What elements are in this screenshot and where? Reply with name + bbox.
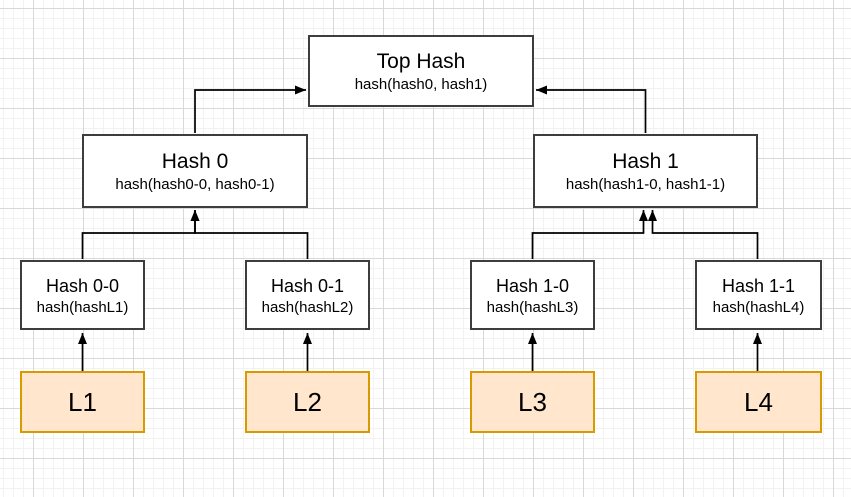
node-hash-1-1: Hash 1-1 hash(hashL4) (695, 260, 822, 330)
node-title: Hash 1 (612, 150, 679, 173)
connector-hash00-to-hash0 (81, 210, 200, 259)
node-subtitle: hash(hashL4) (712, 298, 805, 316)
leaf-label: L3 (518, 387, 547, 417)
node-subtitle: hash(hash0, hash1) (354, 76, 488, 93)
node-leaf-l1: L1 (20, 371, 145, 433)
node-subtitle: hash(hashL1) (36, 298, 129, 316)
node-title: Hash 1-0 (495, 275, 570, 296)
leaf-label: L4 (744, 387, 773, 417)
node-subtitle: hash(hash1-0, hash1-1) (565, 176, 726, 193)
node-subtitle: hash(hash0-0, hash0-1) (115, 176, 275, 193)
node-title: Hash 1-1 (721, 275, 796, 296)
node-hash-0-1: Hash 0-1 hash(hashL2) (245, 260, 370, 330)
node-subtitle: hash(hashL2) (261, 298, 354, 316)
node-title: Hash 0 (161, 150, 229, 173)
node-title: Top Hash (376, 50, 466, 73)
node-leaf-l2: L2 (245, 371, 370, 433)
connector-hash01-to-hash0 (190, 210, 309, 259)
node-leaf-l4: L4 (695, 371, 822, 433)
connector-hash0-to-tophash (194, 85, 306, 133)
node-hash-0-0: Hash 0-0 hash(hashL1) (20, 260, 145, 330)
leaf-label: L1 (68, 387, 97, 417)
node-title: Hash 0-0 (45, 275, 120, 296)
node-title: Hash 0-1 (270, 275, 345, 296)
connector-hash1-to-tophash (536, 85, 647, 133)
node-leaf-l3: L3 (470, 371, 595, 433)
leaf-label: L2 (293, 387, 322, 417)
connector-hash10-to-hash1 (531, 210, 648, 259)
node-top-hash: Top Hash hash(hash0, hash1) (308, 35, 534, 107)
connector-hash11-to-hash1 (648, 210, 759, 259)
node-subtitle: hash(hashL3) (486, 298, 579, 316)
node-hash-1: Hash 1 hash(hash1-0, hash1-1) (533, 134, 758, 208)
node-hash-1-0: Hash 1-0 hash(hashL3) (470, 260, 595, 330)
node-hash-0: Hash 0 hash(hash0-0, hash0-1) (82, 134, 308, 208)
